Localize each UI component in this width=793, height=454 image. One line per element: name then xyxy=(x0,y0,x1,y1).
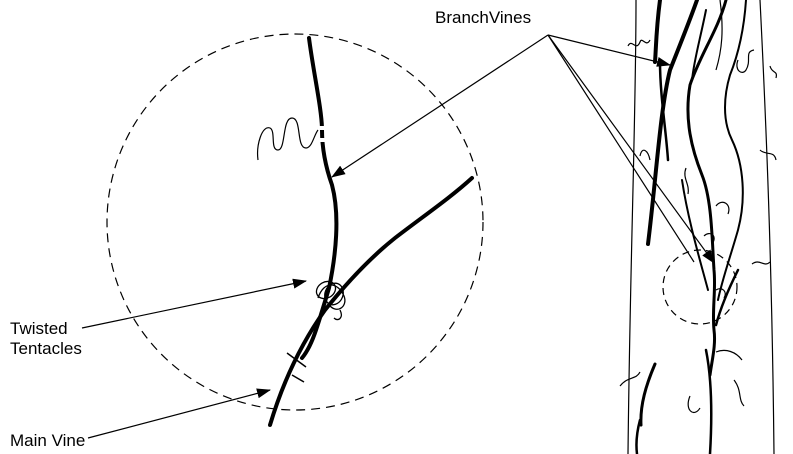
trunk-tendril xyxy=(759,149,777,161)
trunk-tendril xyxy=(684,167,689,195)
magnification-circle xyxy=(106,33,484,411)
trunk-vine xyxy=(653,0,662,64)
twisted-tentacles-knot xyxy=(315,280,346,321)
trunk-vine xyxy=(681,179,709,291)
leader-branch-to-trunk-far xyxy=(547,34,695,263)
arrow-branch-to-detail xyxy=(331,34,549,178)
trunk-tendril xyxy=(733,379,745,407)
trunk-vine xyxy=(646,0,699,246)
vine-tick xyxy=(286,352,307,368)
trunk-vine xyxy=(715,0,723,71)
arrow-branch-to-knot xyxy=(547,34,715,264)
tendril-squiggle xyxy=(257,117,319,161)
main-vine-stem xyxy=(268,176,474,427)
trunk-vine xyxy=(635,418,642,454)
twisted-label-line1: Twisted xyxy=(10,319,68,338)
trunk-vine xyxy=(686,0,728,377)
main-vine-label: Main Vine xyxy=(10,431,86,450)
arrow-main-vine xyxy=(87,388,271,439)
trunk-tendril xyxy=(639,149,651,161)
trunk-vine xyxy=(704,348,713,454)
trunk-tendril xyxy=(736,49,755,73)
trunk-left-edge xyxy=(627,0,637,454)
trunk-vine xyxy=(717,0,747,301)
detail-view xyxy=(106,33,484,427)
trunk-vine xyxy=(639,362,657,427)
trunk-tendril xyxy=(715,201,730,215)
trunk-tendril xyxy=(715,288,726,299)
trunk-vine xyxy=(658,60,670,162)
trunk-tendril xyxy=(687,395,701,413)
trunk-tendril xyxy=(703,232,715,245)
trunk-right-edge xyxy=(759,0,775,454)
trunk-tendril xyxy=(769,65,777,79)
trunk-tendril xyxy=(715,349,743,361)
vine-tick xyxy=(291,374,305,383)
trunk-vine xyxy=(691,9,707,81)
branch-vines-label: BranchVines xyxy=(435,8,532,27)
twisted-tentacles-label: Twisted Tentacles xyxy=(10,319,82,358)
branch-vine-stem xyxy=(300,36,339,360)
twisted-label-line2: Tentacles xyxy=(10,338,82,358)
trunk-tendril xyxy=(751,261,771,265)
trunk-tendril xyxy=(627,39,651,47)
leader-lines xyxy=(81,34,715,439)
arrow-branch-to-trunk xyxy=(547,34,671,67)
arrow-twisted-to-knot xyxy=(81,278,307,329)
detail-marker-circle xyxy=(662,249,738,325)
tree-trunk-view xyxy=(619,0,777,454)
trunk-tendril xyxy=(619,371,641,387)
